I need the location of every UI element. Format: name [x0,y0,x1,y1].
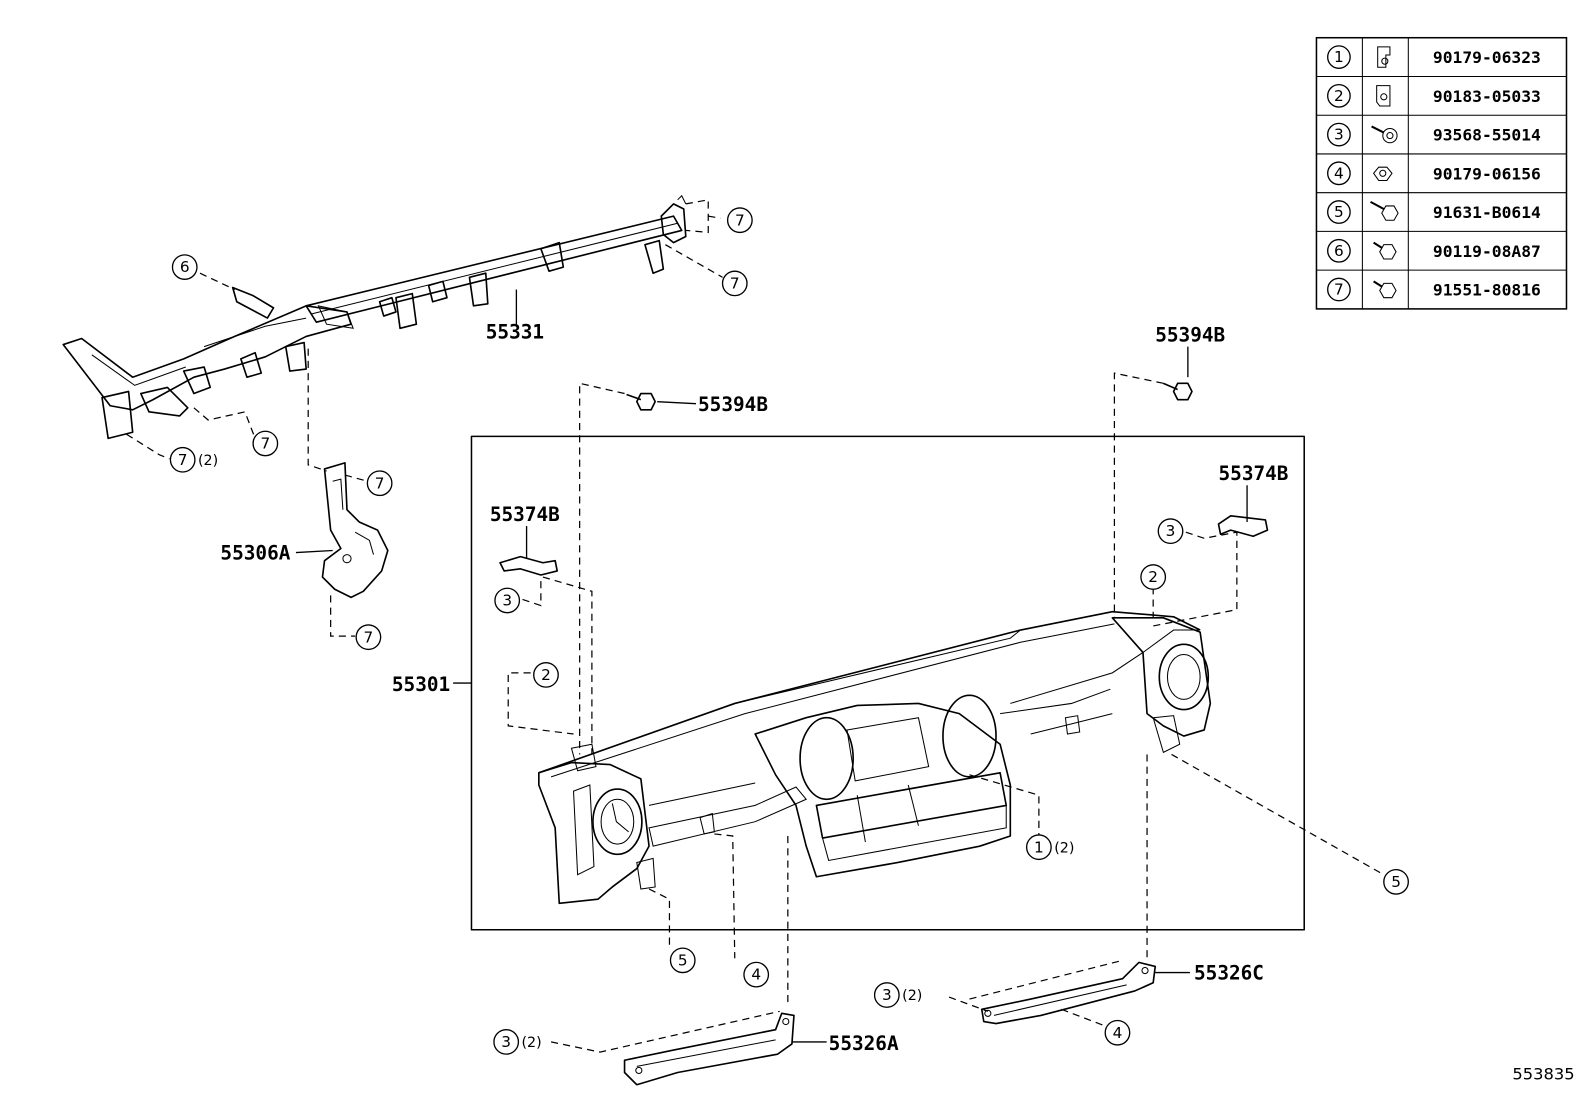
callout-55374b-left: 55374B [490,503,560,526]
marker-4: 4 [1104,1019,1131,1046]
marker-7: 7 [252,430,279,457]
svg-text:3: 3 [882,986,892,1004]
quantity-label: (2) [1054,840,1074,856]
panel-bracket-right [1217,515,1269,538]
table-part-number: 90179-06156 [1433,164,1541,183]
table-row: 5 91631-B0614 [1327,200,1541,224]
callout-55301: 55301 [392,673,450,696]
marker-2: 2 [1140,564,1167,590]
svg-text:2: 2 [541,666,551,684]
svg-text:6: 6 [180,258,190,276]
marker-7: 7 [721,270,748,297]
marker-7: 7 [726,207,753,234]
table-part-number: 91631-B0614 [1433,203,1541,222]
table-row: 1 90179-06323 [1327,45,1541,69]
marker-3: 3 [1157,518,1184,545]
marker-3: 3 (2) [493,1029,542,1055]
fastener-markers: 6 7 7 7 7 (2) 7 7 3 3 2 2 1 (2) 5 5 4 4 … [169,207,1409,1055]
marker-6: 6 [171,254,198,281]
lower-brace-c [980,961,1157,1025]
quantity-label: (2) [902,988,922,1004]
bolt-icon [626,392,656,411]
svg-text:7: 7 [260,435,270,453]
callout-55374b-right: 55374B [1218,462,1288,485]
callout-55306a: 55306A [220,542,290,565]
svg-text:3: 3 [501,1033,511,1051]
callout-55331: 55331 [486,320,544,343]
table-part-number: 93568-55014 [1433,126,1541,145]
marker-3: 3 (2) [873,982,922,1008]
clip-nut-icon [1377,46,1391,68]
marker-2: 2 [533,661,559,688]
figure-id: 553835 [1512,1065,1574,1084]
callout-55394b-left: 55394B [698,393,768,416]
table-ref: 2 [1334,87,1344,105]
svg-text:7: 7 [178,451,188,469]
table-part-number: 90119-08A87 [1433,242,1541,261]
instrument-panel-frame [470,435,1305,931]
screw-icon [1371,125,1398,144]
lower-brace-a [623,1012,795,1086]
table-row: 7 91551-80816 [1327,277,1541,302]
table-part-number: 90183-05033 [1433,87,1541,106]
svg-text:4: 4 [1113,1024,1123,1042]
marker-5: 5 [669,947,696,974]
table-part-number: 90179-06323 [1433,48,1541,67]
table-ref: 5 [1334,203,1344,221]
svg-text:7: 7 [375,474,385,492]
callout-labels: 55331 55394B 55394B 55374B 55374B 55306A… [220,320,1288,1055]
table-part-number: 91551-80816 [1433,281,1541,300]
bolt-icon [1373,241,1397,260]
table-row: 6 90119-08A87 [1327,238,1541,263]
marker-4: 4 [743,961,770,988]
bolt-icon [1163,382,1193,401]
marker-7: 7 [355,624,382,651]
bolt-icon [1370,200,1399,221]
panel-bracket-left [499,555,559,576]
svg-text:4: 4 [751,966,761,984]
leader-lines [295,289,1248,1043]
table-ref: 6 [1334,242,1344,260]
svg-text:5: 5 [1391,873,1401,891]
bolt-icon [1373,280,1397,299]
callout-55326a: 55326A [829,1032,899,1055]
dash-reinforcement-beam [62,194,687,440]
instrument-panel [538,610,1212,905]
svg-text:3: 3 [502,592,512,610]
table-row: 2 90183-05033 [1327,83,1541,108]
quantity-label: (2) [521,1035,541,1051]
svg-text:2: 2 [1148,568,1158,586]
table-row: 3 93568-55014 [1327,122,1541,147]
svg-text:7: 7 [364,628,374,646]
marker-7: 7 (2) [169,446,218,473]
marker-5: 5 [1383,868,1409,895]
marker-3: 3 [494,587,521,614]
nut-icon [1372,166,1393,181]
table-ref: 3 [1334,126,1344,144]
assembly-lines [126,199,1385,1053]
svg-text:7: 7 [735,211,745,229]
marker-7: 7 [366,470,393,497]
quantity-label: (2) [198,453,218,469]
table-ref: 7 [1334,281,1344,299]
table-ref: 1 [1334,48,1344,66]
svg-text:3: 3 [1166,522,1176,540]
svg-text:5: 5 [678,951,688,969]
table-row: 4 90179-06156 [1327,161,1541,186]
callout-55394b-right: 55394B [1155,324,1225,347]
table-ref: 4 [1334,164,1344,182]
svg-text:1: 1 [1034,838,1044,856]
instrument-panel-bracket [321,462,389,599]
marker-1: 1 (2) [1025,834,1074,861]
clip-nut-icon [1376,85,1391,107]
svg-text:7: 7 [730,275,740,293]
callout-55326c: 55326C [1194,962,1264,985]
fastener-table: 1 90179-06323 2 90183-05033 3 93568-5501… [1315,36,1568,310]
